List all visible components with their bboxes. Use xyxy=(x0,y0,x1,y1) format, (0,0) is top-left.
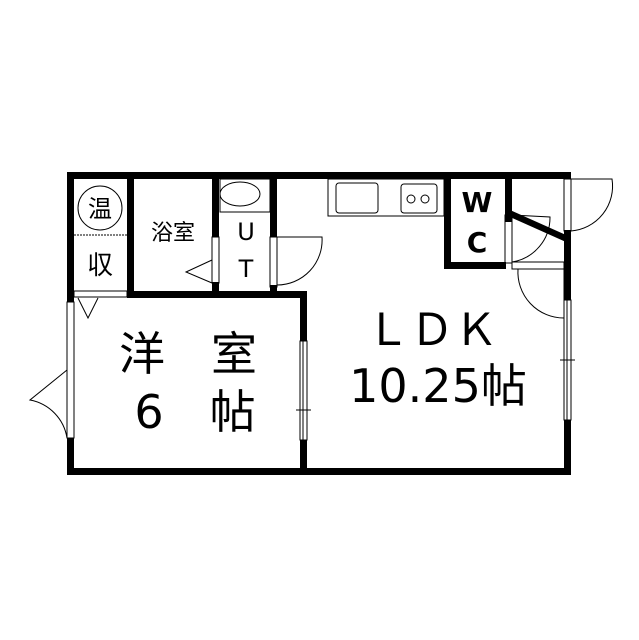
label-wc-w: W xyxy=(462,186,493,219)
water-heater-icon xyxy=(77,185,123,231)
label-western-room: 洋 室 xyxy=(119,327,257,381)
closet-door xyxy=(73,290,128,298)
wc-door xyxy=(504,214,513,264)
western-window xyxy=(66,301,75,439)
label-ldk: ＬＤＫ xyxy=(366,305,498,356)
label-onsui: 温 xyxy=(88,195,112,223)
label-western-size: 6 帖 xyxy=(134,385,255,439)
label-ldk-size: 10.25帖 xyxy=(349,359,527,413)
label-ut-t: T xyxy=(238,255,254,283)
washbasin-icon xyxy=(219,181,261,207)
kitchen-counter xyxy=(327,178,445,217)
sink-icon xyxy=(335,182,379,214)
fixtures xyxy=(28,178,614,441)
entrance-door xyxy=(563,178,572,232)
label-wc-c: C xyxy=(467,226,488,259)
label-ut-u: U xyxy=(237,218,255,246)
label-storage: 収 xyxy=(87,251,113,281)
stove-icon xyxy=(400,183,438,214)
washbasin-counter xyxy=(219,178,271,213)
walls xyxy=(67,172,571,475)
ut-door xyxy=(269,236,278,288)
label-bath: 浴室 xyxy=(151,221,195,246)
bath-door xyxy=(211,236,220,284)
